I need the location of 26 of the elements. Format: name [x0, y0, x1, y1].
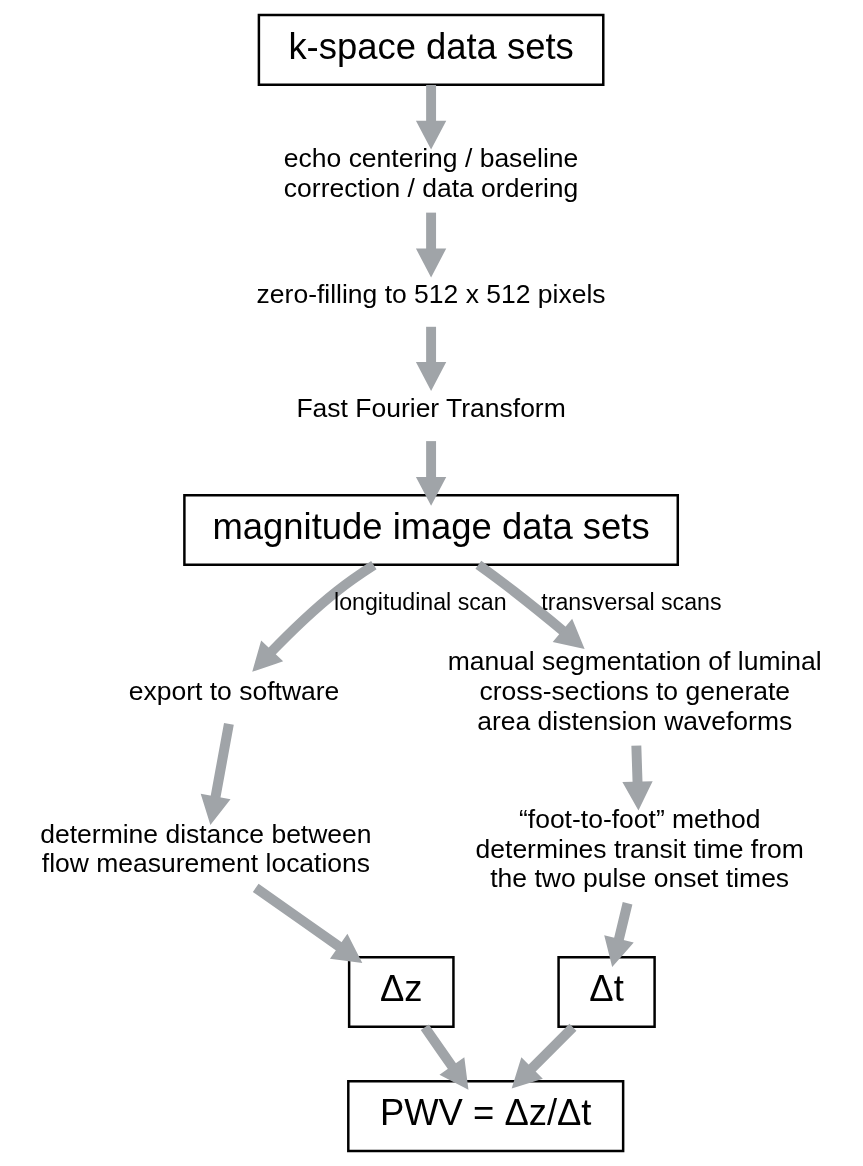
node-text: export to software — [128, 676, 340, 707]
arrow — [415, 326, 447, 391]
arrow — [622, 745, 653, 811]
node-box: k-space data sets — [257, 13, 605, 86]
node-text: “foot-to-foot” method determines transit time from the two pulse onset times — [475, 803, 804, 894]
arrow — [420, 1024, 469, 1090]
node-box: Δz — [347, 955, 455, 1028]
arrow — [252, 560, 377, 672]
node-text: manual segmentation of luminal cross-sections to generate area distension waveforms — [447, 646, 822, 737]
arrow — [415, 85, 447, 150]
arrow — [415, 441, 447, 506]
node-box: PWV = Δz/Δt — [347, 1080, 625, 1153]
arrow — [252, 883, 363, 963]
arrow — [200, 722, 234, 825]
node-box: magnitude image data sets — [183, 494, 679, 567]
node-text: echo centering / baseline correction / data ordering — [283, 143, 579, 203]
edge-label: transversal scans — [541, 588, 722, 615]
edge-label: longitudinal scan — [334, 588, 507, 615]
node-text: determine distance between flow measurement locations — [40, 818, 372, 879]
arrow — [604, 902, 634, 967]
node-box: Δt — [557, 955, 656, 1028]
arrow — [415, 212, 447, 278]
arrow — [475, 560, 585, 649]
node-text: zero-filling to 512 x 512 pixels — [256, 278, 606, 309]
node-text: Fast Fourier Transform — [296, 393, 566, 424]
arrow — [511, 1023, 577, 1089]
